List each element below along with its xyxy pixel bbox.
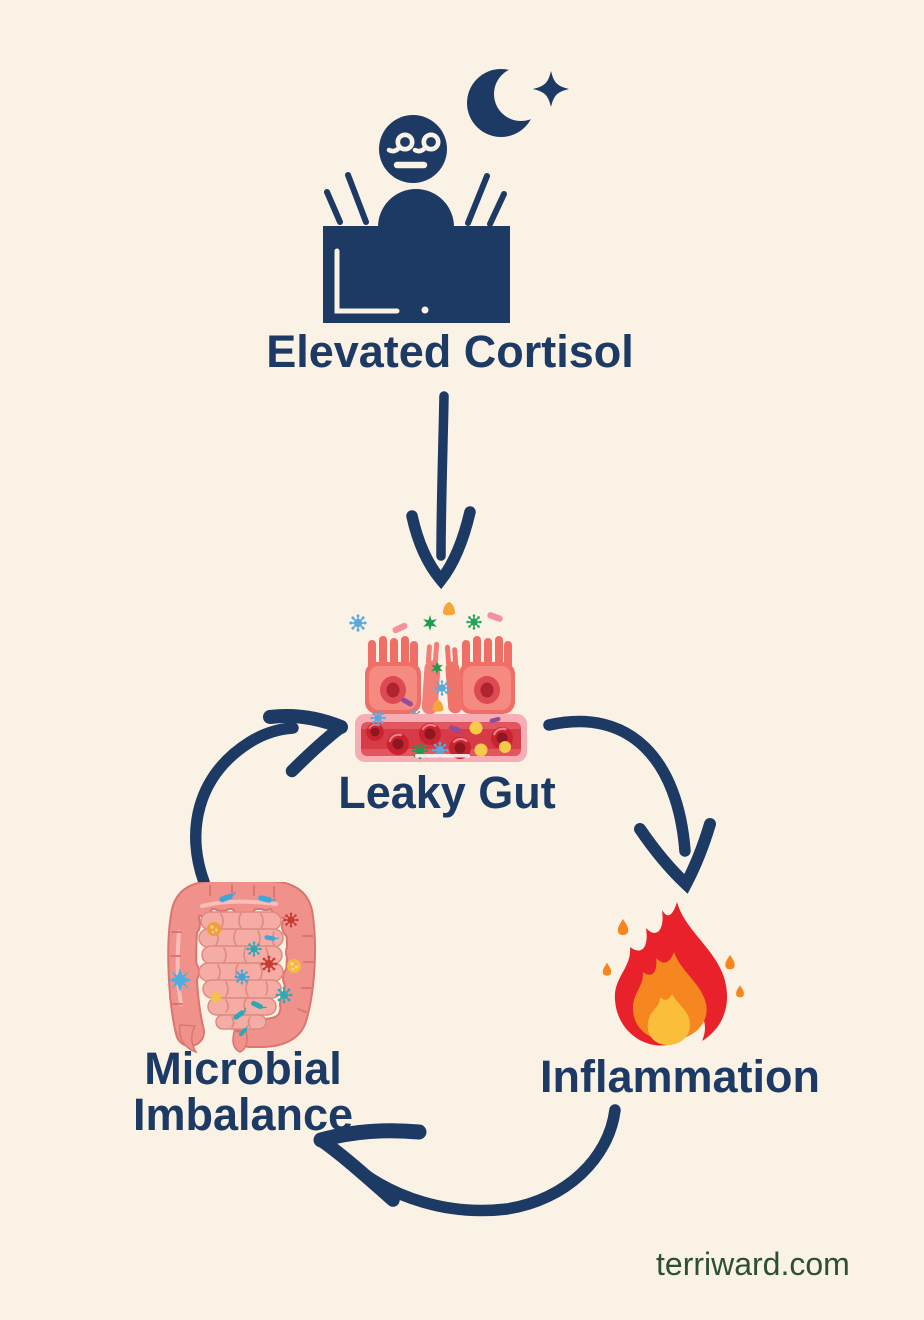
node-inflammation — [599, 888, 747, 1060]
node-microbial-imbalance — [166, 882, 318, 1054]
fire-icon — [602, 902, 744, 1046]
arrow-leaky-gut-to-inflammation — [543, 715, 716, 894]
elevated-cortisol-label: Elevated Cortisol — [266, 326, 634, 377]
microbial-imbalance-label: Microbial Imbalance — [133, 1046, 353, 1138]
moon-icon — [467, 67, 548, 137]
watermark-text: terriward.com — [656, 1246, 850, 1282]
arrow-inflammation-to-microbial — [313, 1104, 621, 1217]
leaky-gut-label: Leaky Gut — [338, 767, 556, 818]
node-elevated-cortisol — [320, 58, 570, 323]
leaky-gut-lining-icon — [348, 602, 527, 762]
star-icon — [533, 71, 569, 107]
node-leaky-gut — [345, 598, 535, 765]
inflammation-label: Inflammation — [539, 1051, 821, 1102]
arrow-microbial-to-leaky-gut — [190, 709, 348, 888]
arrow-cortisol-to-leaky-gut — [406, 391, 476, 590]
stressed-person-at-desk-with-moon-icon — [323, 67, 569, 323]
microbial-imbalance-label-line1: Microbial — [144, 1043, 342, 1094]
microbial-imbalance-label-line2: Imbalance — [132, 1088, 354, 1140]
intestine-with-microbes-icon — [167, 882, 316, 1054]
